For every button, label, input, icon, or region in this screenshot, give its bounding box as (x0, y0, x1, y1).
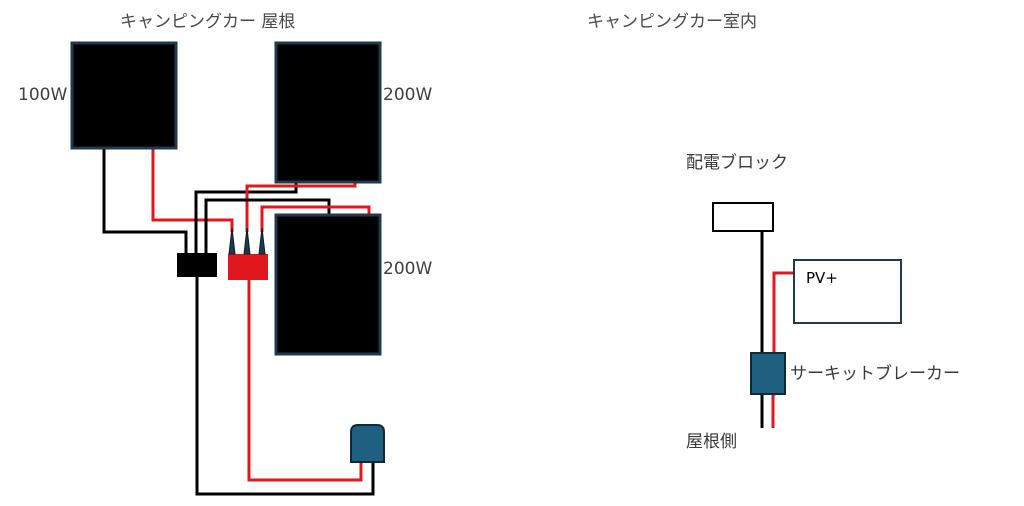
solar-panel-100w (70, 41, 178, 150)
distribution-block (712, 202, 774, 232)
positive-branch-connector (228, 254, 268, 280)
panel-2-positive-wire (245, 182, 357, 232)
interior-title: キャンピングカー室内 (587, 12, 757, 32)
roof-side-label: 屋根側 (686, 432, 737, 452)
main-negative-wire (195, 277, 375, 496)
negative-branch-connector (177, 253, 217, 277)
pv-positive-label: PV+ (806, 269, 838, 287)
solar-panel-200w-bottom (274, 213, 382, 356)
pv-positive-box (793, 259, 902, 324)
panel-1-negative-wire (102, 148, 188, 254)
panel-3-positive-wire (260, 205, 371, 232)
roof-title: キャンピングカー 屋根 (120, 12, 296, 32)
main-positive-wire (247, 280, 363, 482)
panel-3-watt-label: 200W (383, 259, 433, 279)
positive-connector-pins (228, 227, 266, 255)
panel-2-watt-label: 200W (383, 85, 433, 105)
panel-1-watt-label: 100W (18, 85, 68, 105)
distribution-block-label: 配電ブロック (686, 153, 788, 173)
panel-1-positive-wire (151, 148, 234, 232)
circuit-breaker (750, 352, 786, 395)
interior-positive-wire (771, 271, 794, 428)
roof-entry-junction-box (350, 424, 385, 463)
circuit-breaker-label: サーキットブレーカー (790, 364, 960, 384)
solar-panel-200w-top (274, 41, 382, 184)
